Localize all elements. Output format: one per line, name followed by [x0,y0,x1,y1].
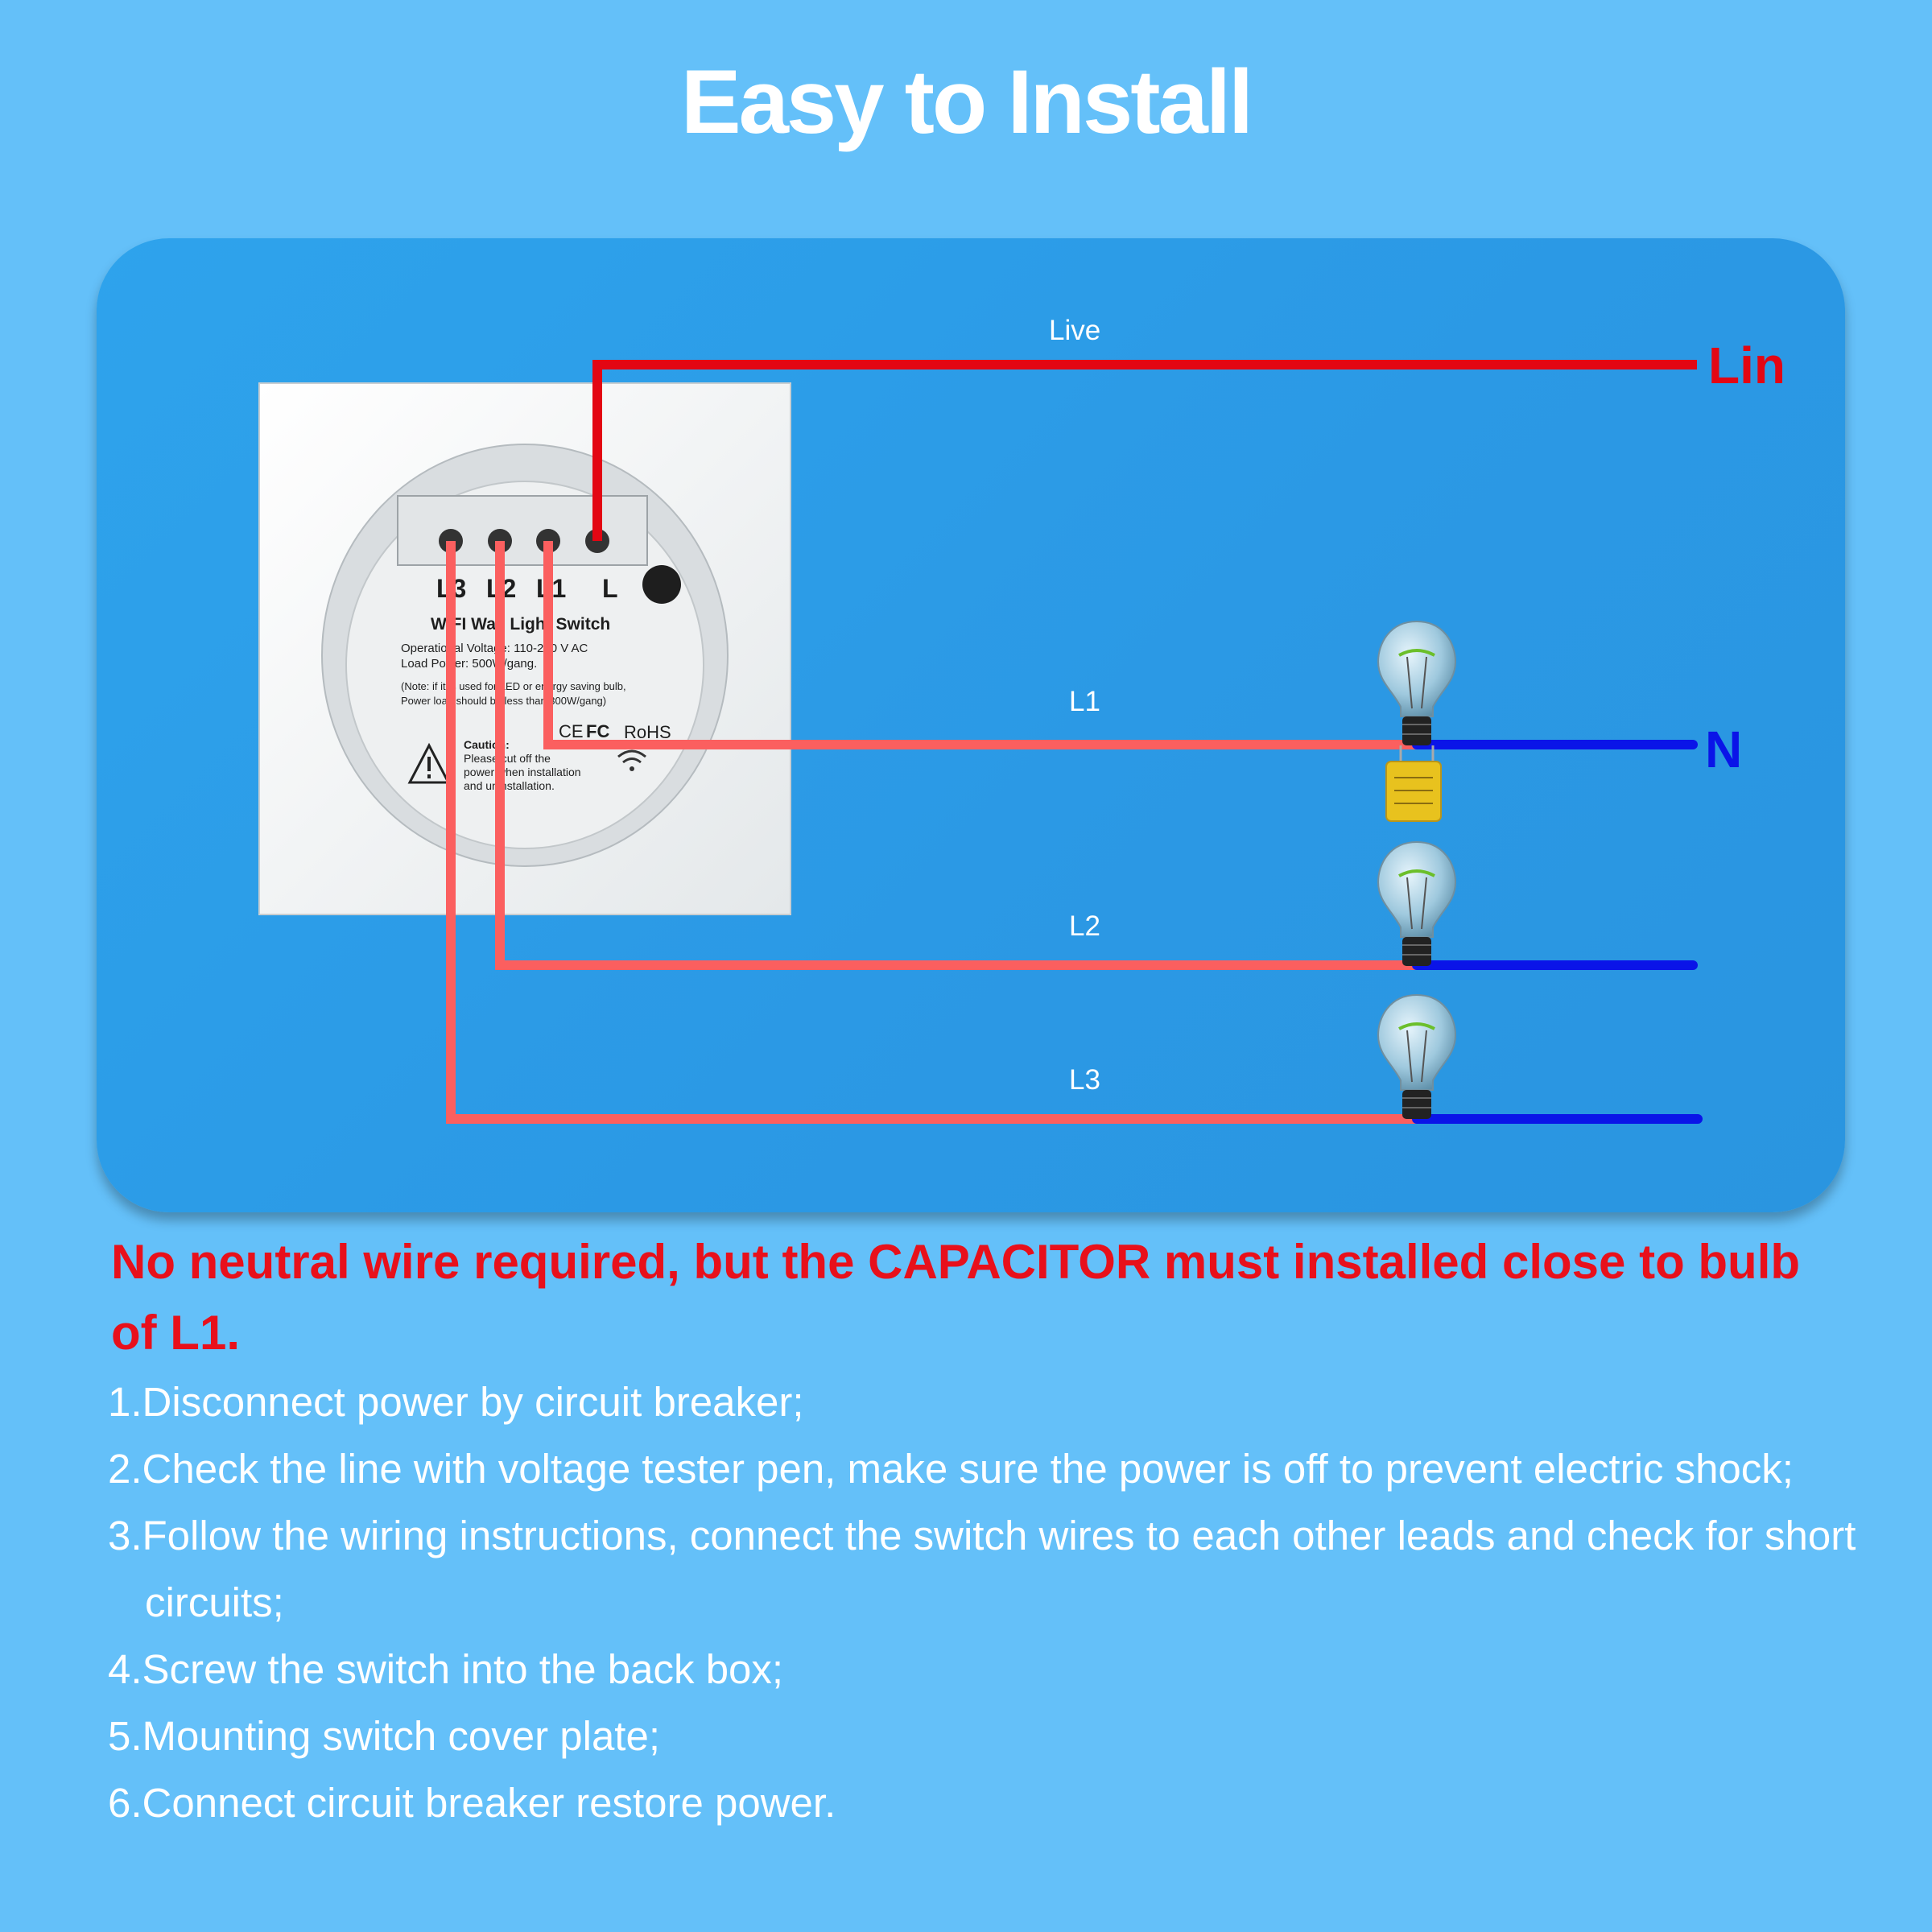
l1-wire [543,541,1417,749]
terminal-block [397,495,648,566]
device-spec-line: (Note: if it is used for LED or energy s… [401,680,626,692]
l2-wire-label: L2 [1069,910,1100,942]
step-item: 5.Mounting switch cover plate; [108,1713,661,1759]
neutral-label: N [1705,720,1742,778]
live-wire-label: Live [1049,315,1100,346]
bulb-l1-icon [1377,620,1457,745]
cert-mark-rohs: RoHS [624,722,671,742]
capacitor-icon [1385,745,1442,822]
warning-triangle-icon [407,742,451,784]
step-item: 3.Follow the wiring instructions, connec… [108,1513,1856,1625]
cert-mark-ce: CE [559,721,584,741]
step-item: 1.Disconnect power by circuit breaker; [108,1379,804,1425]
step-item: 2.Check the line with voltage tester pen… [108,1446,1794,1492]
l3-wire [446,541,1417,1124]
device-spec-line: Load Power: 500W/gang. [401,657,537,671]
live-in-label: Lin [1708,336,1785,394]
device-title: WIFI Wall Light Switch [431,615,610,634]
l3-wire-label: L3 [1069,1064,1100,1096]
bulb-l2-icon [1377,840,1457,966]
device-spec-line: Operational Voltage: 110-250 V AC [401,642,588,655]
caution-line: power when installation [464,766,581,778]
live-wire [592,360,1697,541]
capacitor-warning: No neutral wire required, but the CAPACI… [111,1235,1801,1360]
step-item: 4.Screw the switch into the back box; [108,1646,784,1692]
l2-wire [495,541,1417,970]
cert-mark-fc: FC [586,721,609,741]
switch-device: L3 L2 L1 L WIFI Wall Light Switch Operat… [258,382,791,915]
step-item: 6.Connect circuit breaker restore power. [108,1780,836,1826]
wifi-icon [617,749,646,771]
caution-line: Please cut off the [464,752,551,765]
installation-steps: 1.Disconnect power by circuit breaker; 2… [108,1368,1879,1836]
indicator-hole [642,565,681,604]
caution-line: and uninstallation. [464,779,555,792]
page-title: Easy to Install [680,52,1253,152]
l1-wire-label: L1 [1069,686,1100,717]
bulb-l3-icon [1377,993,1457,1119]
terminal-label-l: L [602,574,618,603]
